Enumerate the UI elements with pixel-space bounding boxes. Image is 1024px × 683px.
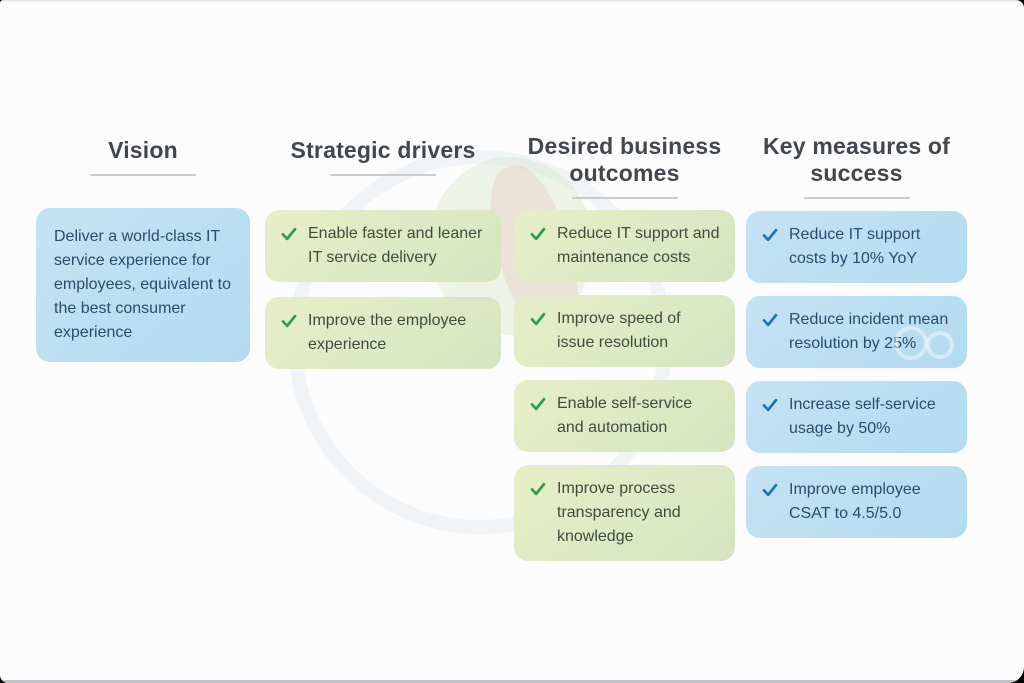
card-text: Improve the employee experience [308,312,467,353]
title-underline [803,197,910,199]
card-text: Improve process transparency and knowled… [557,480,681,545]
column-title-vision: Vision [108,137,178,163]
measure-cards: Reduce IT support costs by 10% YoY Reduc… [746,211,967,538]
card-text: Improve speed of issue resolution [557,310,681,351]
card-text: Reduce IT support costs by 10% YoY [789,226,921,267]
vision-card: Deliver a world-class IT service experie… [36,208,250,362]
check-icon [529,395,547,413]
measure-card: Increase self-service usage by 50% [746,381,967,453]
check-icon [280,225,298,243]
outcome-card: Improve process transparency and knowled… [514,465,735,561]
card-text: Enable faster and leaner IT service deli… [308,225,483,266]
card-text: Reduce IT support and maintenance costs [557,225,720,266]
measure-card: Improve employee CSAT to 4.5/5.0 [746,466,967,538]
vision-cards: Deliver a world-class IT service experie… [36,208,250,362]
measure-card: Reduce incident mean resolution by 25% [746,296,967,368]
column-key-measures-of-success: Key measures of success Reduce IT suppor… [746,0,967,683]
column-header-key-measures-of-success: Key measures of success [746,133,967,199]
check-icon [761,311,779,329]
title-underline [90,174,196,176]
check-icon [529,480,547,498]
column-title-key-measures-of-success: Key measures of success [762,133,951,186]
card-text: Deliver a world-class IT service experie… [54,228,231,341]
card-text: Increase self-service usage by 50% [789,396,936,437]
column-title-desired-business-outcomes: Desired business outcomes [527,133,722,186]
outcome-card: Enable self-service and automation [514,380,735,452]
column-strategic-drivers: Strategic drivers Enable faster and lean… [265,0,501,683]
title-underline [330,174,436,176]
strategic-driver-cards: Enable faster and leaner IT service deli… [265,210,501,369]
outcome-cards: Reduce IT support and maintenance costs … [514,210,735,561]
title-underline [571,197,678,199]
column-vision: Vision Deliver a world-class IT service … [36,0,250,683]
outcome-card: Improve speed of issue resolution [514,295,735,367]
column-desired-business-outcomes: Desired business outcomes Reduce IT supp… [514,0,735,683]
top-edge-divider [0,0,1024,2]
card-text: Enable self-service and automation [557,395,693,436]
check-icon [761,481,779,499]
measure-card: Reduce IT support costs by 10% YoY [746,211,967,283]
column-header-vision: Vision [36,137,250,176]
check-icon [761,396,779,414]
column-title-strategic-drivers: Strategic drivers [290,137,476,163]
check-icon [529,225,547,243]
column-header-strategic-drivers: Strategic drivers [265,137,501,176]
check-icon [529,310,547,328]
card-text: Reduce incident mean resolution by 25% [789,311,949,352]
check-icon [761,226,779,244]
driver-card: Improve the employee experience [265,297,501,369]
card-text: Improve employee CSAT to 4.5/5.0 [789,481,921,522]
driver-card: Enable faster and leaner IT service deli… [265,210,501,282]
bottom-edge-strip [0,680,1024,683]
outcome-card: Reduce IT support and maintenance costs [514,210,735,282]
column-header-desired-business-outcomes: Desired business outcomes [514,133,735,199]
check-icon [280,312,298,330]
